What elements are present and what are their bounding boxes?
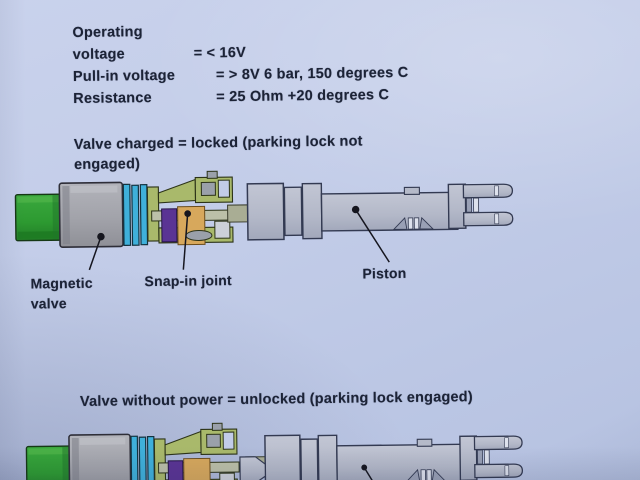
leader-line-snap-in-joint: [182, 213, 189, 270]
spec-value: = < 16V: [193, 44, 247, 62]
label-piston: Piston: [362, 264, 407, 282]
piston-rod-chamfer: [239, 456, 266, 480]
magnetic-valve-assembly: [14, 170, 236, 249]
spec-label: Pull-in voltage: [72, 67, 176, 86]
spec-row-operating-voltage: Operating voltage = < 16V: [72, 18, 408, 66]
spec-value: = > 8V 6 bar, 150 degrees C: [215, 64, 409, 84]
leader-line-magnetic-valve: [88, 236, 102, 271]
valve-diagram-locked: [14, 170, 514, 271]
spec-value: = 25 Ohm +20 degrees C: [216, 87, 390, 106]
spec-row-resistance: Resistance = 25 Ohm +20 degrees C: [73, 84, 409, 110]
spec-table: Operating voltage = < 16V Pull-in voltage…: [72, 18, 408, 110]
spec-label: Resistance: [73, 90, 152, 108]
heading-valve-without-power: Valve without power = unlocked (parking …: [79, 389, 473, 410]
leader-line-piston: [354, 209, 390, 263]
valve-unlocked-group: [25, 422, 524, 480]
label-magnetic-valve: Magnetic valve: [30, 274, 93, 312]
magnetic-valve-assembly: [25, 422, 241, 480]
piston-assembly-extended: [244, 431, 524, 480]
spec-label: Operating voltage: [72, 24, 143, 64]
label-snap-in-joint: Snap-in joint: [144, 272, 232, 290]
valve-diagram-unlocked: [25, 422, 524, 480]
leader-lines: [88, 205, 390, 271]
leader-line-piston: [363, 467, 381, 480]
